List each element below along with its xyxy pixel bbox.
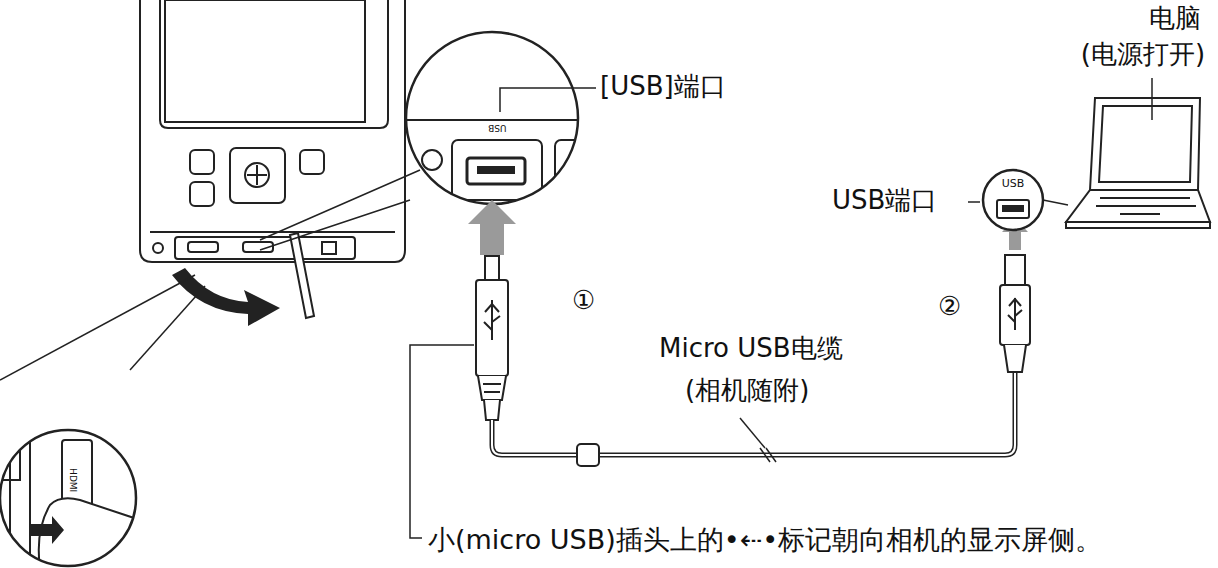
- callout-number: ②: [938, 292, 961, 322]
- camera: [140, 0, 405, 318]
- computer-label: 电脑: [1149, 4, 1201, 34]
- cable-label: Micro USB电缆: [656, 334, 846, 364]
- hand-cover: [0, 430, 140, 568]
- micro-usb-plug: [476, 256, 508, 420]
- callout-number: ①: [572, 286, 595, 316]
- port-marking: USB: [488, 123, 506, 133]
- power-note: (电源打开): [1081, 40, 1205, 70]
- port-marking: USB: [1002, 178, 1025, 191]
- port-marking: HDMI: [68, 468, 78, 492]
- port-zoom: [395, 30, 595, 220]
- port-label: USB端口: [832, 186, 937, 216]
- port-label: [USB]端口: [600, 72, 726, 102]
- laptop: [1066, 98, 1210, 228]
- instruction-note: 小(micro USB)插头上的•⇠•标记朝向相机的显示屏侧。: [428, 524, 1102, 555]
- cable-note: (相机随附): [682, 376, 812, 406]
- usb-a-plug: [1000, 255, 1030, 372]
